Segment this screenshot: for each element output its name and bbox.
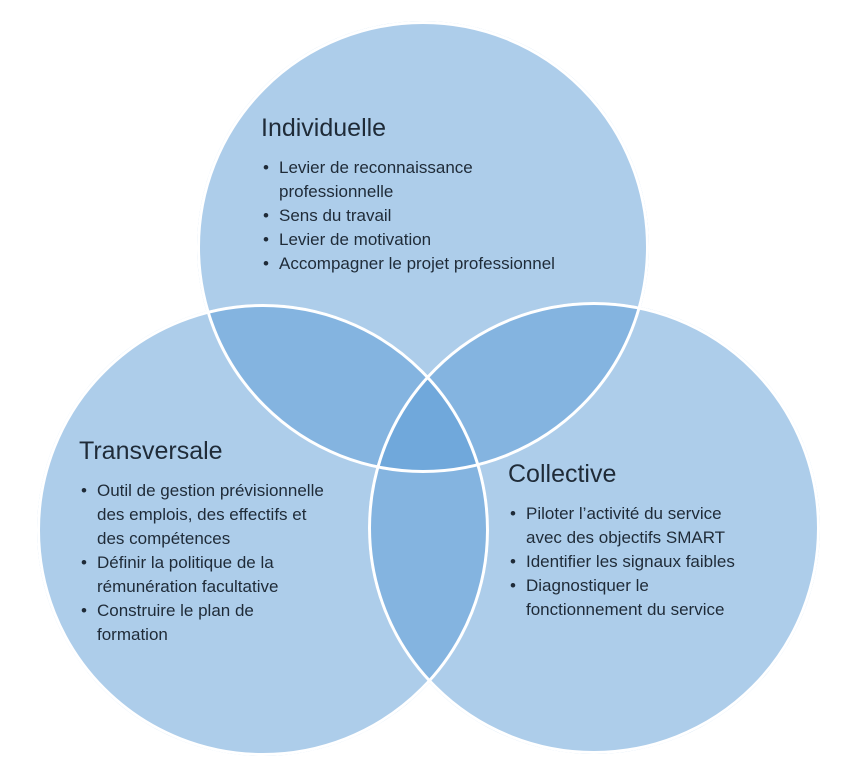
section-list-individuelle: Levier de reconnaissance professionnelle…: [261, 156, 603, 276]
list-item: Outil de gestion prévisionnelle des empl…: [79, 479, 379, 551]
list-item: Définir la politique de la rémunération …: [79, 551, 379, 599]
venn-section-collective: Collective Piloter l’activité du service…: [508, 459, 798, 622]
list-item: Accompagner le projet professionnel: [261, 252, 603, 276]
list-item: Diagnostiquer le fonctionnement du servi…: [508, 574, 798, 622]
section-list-collective: Piloter l’activité du service avec des o…: [508, 502, 798, 622]
list-item: Piloter l’activité du service avec des o…: [508, 502, 798, 550]
list-item: Construire le plan de formation: [79, 599, 379, 647]
section-title-individuelle: Individuelle: [261, 114, 387, 142]
list-item: Levier de reconnaissance professionnelle: [261, 156, 603, 204]
list-item: Sens du travail: [261, 204, 603, 228]
section-title-collective: Collective: [508, 460, 617, 488]
list-item: Levier de motivation: [261, 228, 603, 252]
list-item: Identifier les signaux faibles: [508, 550, 798, 574]
venn-section-individuelle: Individuelle Levier de reconnaissance pr…: [261, 113, 603, 276]
venn-section-transversale: Transversale Outil de gestion prévisionn…: [79, 436, 379, 647]
section-title-transversale: Transversale: [79, 437, 223, 465]
section-list-transversale: Outil de gestion prévisionnelle des empl…: [79, 479, 379, 647]
